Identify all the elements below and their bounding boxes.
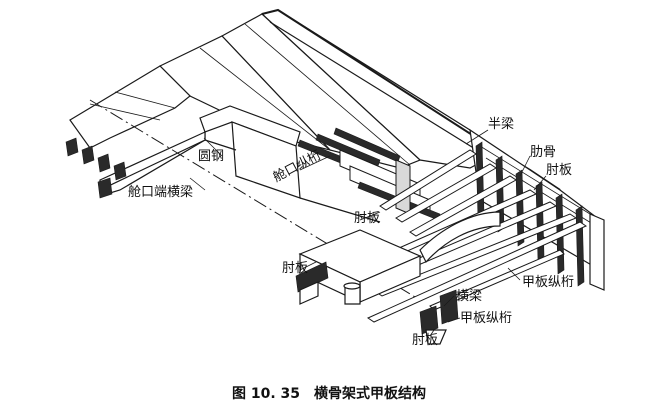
label-bracket-mid: 肘板 (354, 211, 380, 226)
side-frames (469, 128, 605, 291)
label-deck-longitudinal-bottom: 甲板纵桁 (460, 311, 512, 326)
hatch-coaming (99, 105, 381, 223)
lower-transverse-beams (419, 289, 459, 345)
lower-hatch-end (295, 211, 501, 305)
label-deck-longitudinal-right: 甲板纵桁 (522, 275, 574, 290)
leader-lines (189, 129, 547, 337)
label-round-steel: 圆钢 (198, 149, 224, 164)
label-hatch-end-beam: 舱口端横梁 (128, 185, 193, 200)
figure-title: 横骨架式甲板结构 (314, 385, 426, 402)
left-beam-stubs (65, 137, 127, 199)
right-beams (366, 149, 588, 323)
label-transverse-beam: 横梁 (456, 289, 482, 304)
figure-number: 图 10. 35 (232, 386, 300, 402)
label-frame-rib: 肋骨 (530, 145, 556, 160)
label-half-beam: 半梁 (488, 117, 514, 132)
label-bracket-left: 肘板 (282, 261, 308, 276)
label-bracket-bottom: 肘板 (412, 333, 438, 348)
label-bracket-top: 肘板 (546, 163, 572, 178)
